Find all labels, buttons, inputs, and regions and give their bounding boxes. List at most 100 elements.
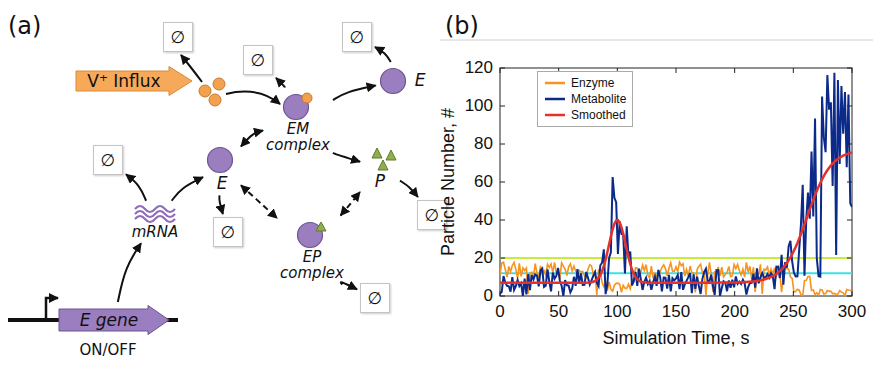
tick-mark — [617, 291, 618, 296]
node-label: EM complex — [266, 121, 330, 154]
node-label: ∅ — [101, 150, 116, 170]
triangle-shape — [363, 146, 397, 172]
metabolite-dots — [199, 78, 225, 106]
tick-mark — [500, 144, 505, 145]
tick-mark — [847, 258, 852, 259]
null-sink: ∅ — [342, 22, 372, 52]
legend-swatch — [544, 78, 566, 88]
tick-label: 300 — [838, 302, 866, 322]
tick-mark — [558, 291, 559, 296]
tick-label: 0 — [484, 286, 493, 306]
legend-label: Metabolite — [571, 92, 626, 106]
panel-letter: (b) — [445, 12, 479, 40]
node-label: EP complex — [280, 249, 344, 282]
tick-mark — [847, 182, 852, 183]
tick-mark — [793, 291, 794, 296]
reaction-arrow — [241, 185, 277, 218]
reaction-arrow — [375, 47, 391, 62]
tick-label: 150 — [662, 302, 690, 322]
tick-label: 100 — [465, 96, 493, 116]
tick-label: 250 — [779, 302, 807, 322]
tick-mark — [734, 291, 735, 296]
reaction-arrow — [172, 177, 203, 201]
tick-label: 0 — [495, 302, 504, 322]
node-label: ∅ — [221, 222, 236, 242]
tick-label: 40 — [474, 210, 493, 230]
axis-title: Particle Number, # — [438, 108, 459, 256]
reaction-arrow — [219, 195, 223, 214]
null-sink: ∅ — [93, 145, 123, 175]
tick-label: 80 — [474, 134, 493, 154]
node-label: mRNA — [132, 224, 179, 241]
plot-frame — [500, 68, 852, 296]
tick-mark — [847, 106, 852, 107]
reaction-arrow — [333, 153, 360, 162]
tick-mark — [500, 296, 505, 297]
node-label: ∅ — [251, 50, 266, 70]
complex-circle: EM complex — [266, 91, 330, 154]
null-sink: ∅ — [213, 217, 243, 247]
legend-swatch — [544, 110, 566, 120]
tick-mark — [676, 291, 677, 296]
mrna-strand: mRNA — [132, 204, 179, 241]
circle-shape — [379, 65, 411, 95]
tick-mark — [500, 68, 501, 73]
switch-label: ON/OFF — [79, 341, 136, 359]
reaction-arrow — [341, 192, 360, 215]
circle-shape — [206, 144, 238, 174]
tick-label: 60 — [474, 172, 493, 192]
chart-legend: EnzymeMetaboliteSmoothed — [537, 71, 633, 127]
node-label: E gene — [80, 310, 149, 330]
null-sink: ∅ — [243, 45, 273, 75]
tick-mark — [847, 296, 852, 297]
legend-label: Smoothed — [571, 108, 626, 122]
reaction-arrow — [276, 78, 285, 88]
tick-mark — [734, 68, 735, 73]
binding-arrow — [226, 92, 280, 104]
node-label: ∅ — [368, 288, 383, 308]
promoter-arrow — [46, 298, 58, 320]
complex-circle: EP complex — [280, 219, 344, 282]
reaction-arrow — [118, 243, 141, 302]
circle-shape — [282, 91, 314, 121]
reaction-arrow — [333, 86, 376, 100]
node-label: E — [217, 174, 228, 193]
smoothed-series — [500, 153, 852, 283]
tick-mark — [847, 144, 852, 145]
legend-swatch — [544, 94, 566, 104]
tick-mark — [676, 68, 677, 73]
legend-row: Metabolite — [544, 91, 626, 107]
legend-row: Enzyme — [544, 75, 626, 91]
node-label: P — [375, 172, 385, 191]
legend-row: Smoothed — [544, 107, 626, 123]
squiggle-shape — [133, 204, 177, 224]
tick-label: 20 — [474, 248, 493, 268]
legend-label: Enzyme — [571, 76, 614, 90]
tick-mark — [852, 291, 853, 296]
axis-ticks — [500, 68, 852, 296]
tick-mark — [500, 291, 501, 296]
tick-mark — [500, 68, 505, 69]
node-label: E — [415, 71, 426, 90]
null-sink: ∅ — [163, 22, 193, 52]
tick-label: 50 — [549, 302, 568, 322]
gene-arrow: E gene — [58, 305, 170, 335]
tick-mark — [500, 258, 505, 259]
tick-label: 120 — [465, 58, 493, 78]
node-label: V⁺ Influx — [87, 71, 180, 91]
node-label: ∅ — [350, 27, 365, 47]
reaction-arrow — [126, 174, 146, 200]
product-triangles: P — [363, 146, 397, 191]
null-sink: ∅ — [360, 283, 390, 313]
reaction-arrow — [341, 282, 357, 289]
node-label: ∅ — [425, 205, 440, 225]
tick-mark — [500, 220, 505, 221]
tick-mark — [847, 220, 852, 221]
circle-shape — [296, 219, 328, 249]
tick-mark — [852, 68, 853, 73]
tick-label: 200 — [720, 302, 748, 322]
axis-title: Simulation Time, s — [602, 328, 749, 349]
node-label: ∅ — [171, 27, 186, 47]
reaction-arrow — [241, 131, 263, 147]
enzyme-circle: E — [379, 65, 426, 95]
